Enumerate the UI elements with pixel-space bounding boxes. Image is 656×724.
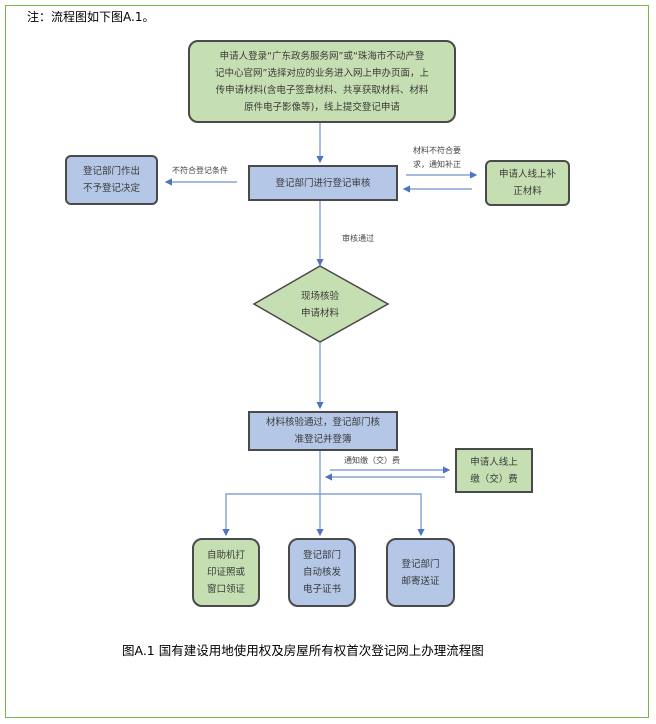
inspect-diamond [252, 265, 390, 343]
approve-node: 材料核验通过，登记部门核 准登记并登簿 [248, 411, 398, 451]
pay-fee-node: 申请人线上 缴（交）费 [455, 448, 533, 493]
arrow-mail [320, 493, 425, 537]
review-node: 登记部门进行登记审核 [248, 165, 398, 201]
note-text: 注：流程图如下图A.1。 [27, 10, 155, 24]
supplement-node: 申请人线上补 正材料 [485, 160, 570, 206]
label-review-passed: 审核通过 [342, 234, 374, 243]
reject-node: 登记部门作出 不予登记决定 [65, 155, 158, 205]
figure-caption: 图A.1 国有建设用地使用权及房屋所有权首次登记网上办理流程图 [122, 643, 484, 658]
inspect-node-label: 现场核验 申请材料 [300, 291, 339, 319]
label-not-qualified: 不符合登记条件 [172, 166, 228, 175]
e-certificate-node: 登记部门 自动核发 电子证书 [288, 538, 356, 607]
submit-application-node: 申请人登录“广东政务服务网”或“珠海市不动产登 记中心官网”选择对应的业务进入网… [188, 40, 456, 123]
label-notify-fee: 通知缴（交）费 [344, 456, 400, 465]
label-materials-invalid: 材料不符合要 求，通知补正 [413, 146, 461, 169]
mail-certificate-node: 登记部门 邮寄送证 [386, 538, 455, 607]
frame-border [5, 5, 649, 718]
arrow-kiosk [222, 493, 320, 537]
kiosk-collect-node: 自助机打 印证照或 窗口领证 [192, 538, 260, 607]
